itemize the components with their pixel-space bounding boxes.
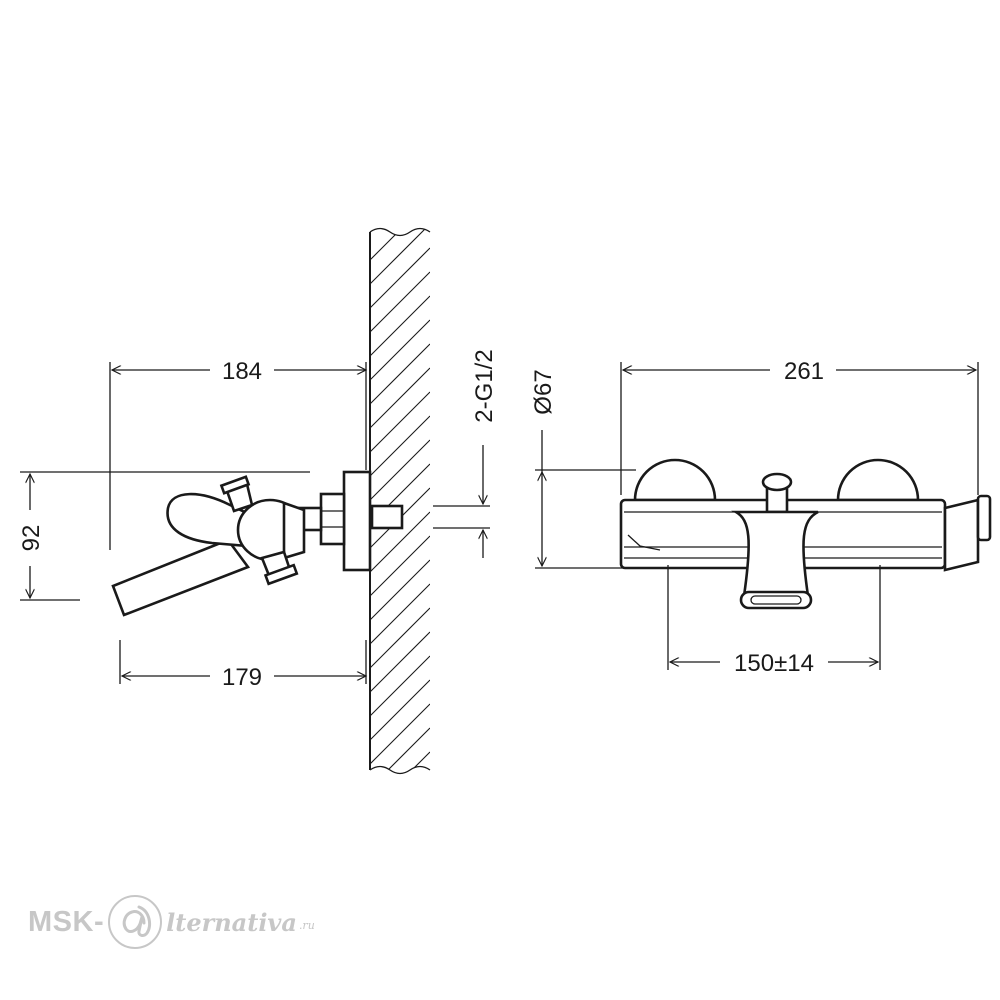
hatch-line	[370, 703, 430, 765]
watermark-suffix: .ru	[298, 918, 315, 932]
dim-label-184: 184	[222, 358, 262, 385]
body-cap	[282, 501, 306, 560]
hatch-line	[370, 391, 430, 453]
hatch-line	[370, 583, 430, 645]
hatch-line	[370, 228, 430, 285]
hatch-line	[370, 727, 430, 774]
hatch-line	[370, 607, 430, 669]
wall-inlet-pipe	[370, 504, 404, 530]
hatch-line	[370, 535, 430, 597]
dim-label-diameter: Ø67	[530, 369, 557, 414]
watermark-prefix: MSK-	[28, 905, 105, 938]
hatch-line	[370, 559, 430, 621]
wall-flange	[342, 470, 372, 572]
hatch-line	[370, 247, 430, 309]
wall-bottom-break	[369, 765, 431, 775]
side-view-faucet	[111, 470, 404, 617]
watermark-text: lternativa	[166, 907, 297, 937]
hatch-line	[370, 319, 430, 381]
wall	[369, 227, 431, 860]
front-lever	[943, 498, 980, 572]
hatch-line	[370, 271, 430, 333]
right-rosette	[836, 458, 920, 502]
hatch-line	[370, 295, 430, 357]
hatch-line	[370, 776, 430, 836]
wall-top-break	[369, 227, 431, 237]
hatch-line	[370, 439, 430, 501]
spout	[111, 538, 251, 617]
hatch-line	[370, 631, 430, 693]
at-sign-circle-icon	[108, 895, 163, 949]
hatch-line	[370, 655, 430, 717]
dim-label-connection: 2-G1/2	[471, 349, 498, 422]
dim-label-261: 261	[784, 358, 824, 385]
wall-hatching	[370, 228, 430, 860]
dim-label-centers: 150±14	[734, 650, 814, 677]
hatch-line	[370, 228, 430, 261]
front-diverter-knob	[761, 472, 793, 492]
hatch-line	[370, 679, 430, 741]
side-view-dimensions: 184 179 92 2-G1/2	[18, 349, 498, 691]
dim-label-92: 92	[18, 525, 45, 552]
hex-nut	[319, 492, 346, 546]
hatch-line	[370, 751, 430, 774]
front-view-faucet	[619, 458, 992, 610]
hatch-line	[370, 415, 430, 477]
watermark: MSK- lternativa .ru	[28, 892, 315, 952]
hatch-line	[370, 367, 430, 429]
hatch-line	[370, 343, 430, 405]
hatch-line	[370, 800, 430, 860]
left-rosette	[633, 458, 717, 502]
dim-label-179: 179	[222, 664, 262, 691]
front-view-dimensions: 261 Ø67 150±14	[530, 358, 979, 677]
hatch-line	[370, 511, 430, 573]
